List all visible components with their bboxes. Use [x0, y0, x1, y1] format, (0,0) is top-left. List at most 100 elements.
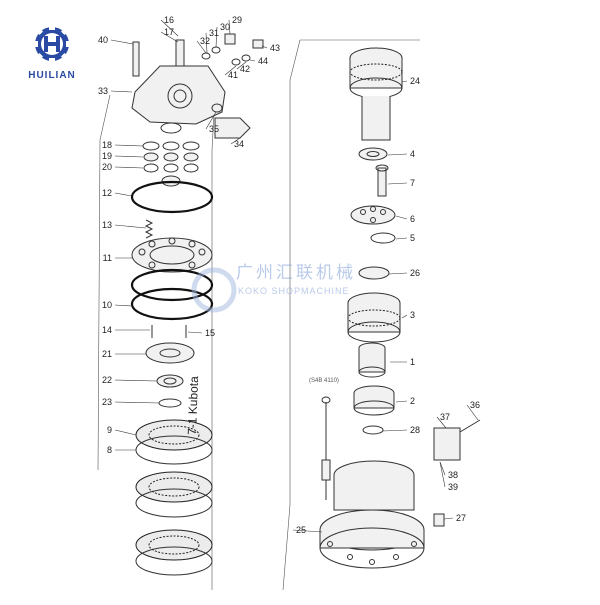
leader-25: [292, 529, 323, 533]
part-label-36: 36: [470, 400, 480, 410]
leader-13: [114, 224, 147, 229]
leader-7: [387, 182, 408, 185]
part-label-4: 4: [410, 149, 415, 159]
leader-3: [401, 314, 408, 319]
part-label-25: 25: [296, 525, 306, 535]
leader-22: [114, 379, 158, 382]
part-label-22: 22: [102, 375, 112, 385]
part-label-38: 38: [448, 470, 458, 480]
logo-text: HUILIAN: [28, 70, 76, 81]
ring-26: [358, 266, 390, 280]
thrust-washer-4: [358, 147, 388, 161]
watermark: 广州汇联机械 KOKO SHOPMACHINE: [191, 263, 356, 313]
part-label-23: 23: [102, 397, 112, 407]
part-label-34: 34: [234, 139, 244, 149]
o-ring-12-mid: [130, 268, 214, 302]
part-label-10: 10: [102, 300, 112, 310]
part-label-27: 27: [456, 513, 466, 523]
leader-2: [395, 400, 408, 403]
friction-plates-8-9: [135, 419, 213, 576]
leader-43: [261, 45, 268, 49]
part-label-41: 41: [228, 70, 238, 80]
leader-31: [205, 32, 208, 54]
valve-stack: [142, 122, 200, 187]
leader-lines: [110, 19, 479, 533]
leader-20: [114, 166, 144, 169]
part-label-18: 18: [102, 140, 112, 150]
leader-42: [236, 61, 247, 70]
watermark-cn: 广州汇联机械: [236, 263, 356, 283]
watermark-en: KOKO SHOPMACHINE: [238, 286, 350, 296]
part-label-3: 3: [410, 310, 415, 320]
motor-housing: [131, 39, 251, 139]
subnote: (S4B 4110): [309, 378, 339, 384]
bearing-2: [353, 385, 395, 416]
sensor-37-36: [433, 419, 481, 461]
leader-24: [401, 80, 408, 83]
level-gauge: [321, 396, 331, 500]
pin-7: [375, 164, 389, 197]
part-label-5: 5: [410, 233, 415, 243]
part-label-40: 40: [98, 35, 108, 45]
leader-28: [382, 429, 408, 432]
o-ring-12-top: [130, 180, 214, 214]
snap-ring-23: [158, 398, 182, 408]
leader-35: [205, 111, 217, 130]
leader-15: [187, 331, 203, 334]
leader-26: [388, 272, 408, 275]
part-label-28: 28: [410, 425, 420, 435]
carrier-6: [350, 205, 396, 225]
leader-32: [196, 40, 207, 54]
leader-30: [215, 26, 218, 48]
vertical-note: 7-1 Kubota: [185, 376, 201, 435]
washer-5: [370, 232, 396, 244]
part-label-19: 19: [102, 151, 112, 161]
part-label-16: 16: [164, 15, 174, 25]
part-label-7: 7: [410, 178, 415, 188]
drive-shaft-24: [349, 47, 403, 141]
leader-23: [114, 401, 160, 404]
part-label-21: 21: [102, 349, 112, 359]
part-label-29: 29: [232, 15, 242, 25]
snap-ring-28: [362, 425, 384, 435]
part-label-24: 24: [410, 76, 420, 86]
spring-13: [144, 219, 154, 239]
leader-39: [439, 461, 446, 488]
leader-16: [160, 19, 179, 37]
leader-27: [443, 517, 454, 520]
part-label-32: 32: [200, 36, 210, 46]
part-label-30: 30: [220, 22, 230, 32]
leader-38: [439, 461, 446, 476]
part-label-37: 37: [440, 412, 450, 422]
part-label-15: 15: [205, 328, 215, 338]
part-label-2: 2: [410, 396, 415, 406]
leader-4: [387, 153, 408, 156]
plug-27: [433, 513, 445, 527]
leader-17: [160, 31, 179, 43]
leader-33: [110, 90, 133, 93]
part-label-44: 44: [258, 56, 268, 66]
leader-34: [230, 137, 241, 145]
part-label-42: 42: [240, 64, 250, 74]
leader-6: [395, 215, 408, 220]
leader-18: [114, 144, 144, 147]
leader-40: [110, 39, 134, 45]
leader-10: [114, 304, 133, 307]
part-label-33: 33: [98, 86, 108, 96]
leader-29: [228, 19, 231, 35]
leader-12: [114, 192, 133, 197]
housing-25: [319, 460, 425, 569]
part-label-1: 1: [410, 357, 415, 367]
part-label-39: 39: [448, 482, 458, 492]
leader-19: [114, 155, 144, 158]
part-label-35: 35: [209, 124, 219, 134]
bushing-1: [358, 342, 386, 378]
plate-21: [145, 342, 195, 364]
part-label-12: 12: [102, 188, 112, 198]
leader-41: [224, 65, 237, 76]
part-label-13: 13: [102, 220, 112, 230]
leader-36: [466, 404, 479, 421]
bearing-22: [156, 374, 184, 388]
